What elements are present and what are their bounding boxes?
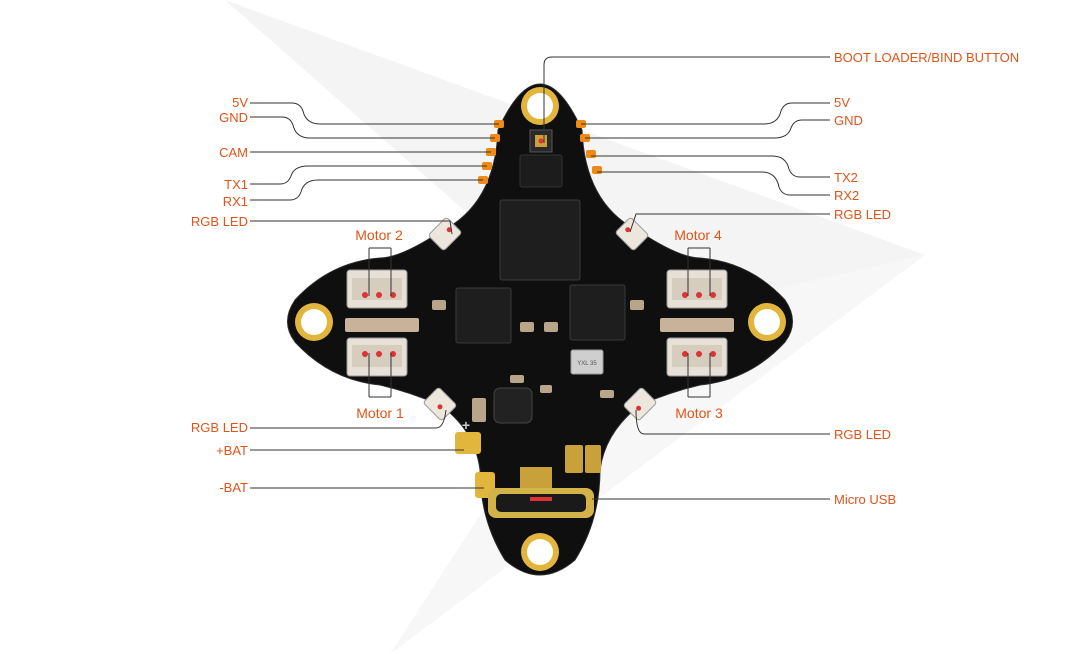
- leader-left-5v: [250, 102, 499, 125]
- motor-3-connector: [666, 337, 728, 377]
- label-plus-bat: +BAT: [216, 443, 248, 458]
- leader-boot-loader: [543, 56, 830, 143]
- leader-rgb-led-top-left: [250, 220, 453, 235]
- leader-tx2: [591, 155, 830, 178]
- leader-right-5v: [581, 102, 830, 125]
- inductor: [493, 387, 533, 424]
- label-motor-1: Motor 1: [356, 405, 404, 421]
- label-rgb-led-top-right: RGB LED: [834, 207, 891, 222]
- mount-hole-top: [521, 87, 559, 125]
- label-rgb-led-top-left: RGB LED: [191, 214, 248, 229]
- label-boot-loader: BOOT LOADER/BIND BUTTON: [834, 50, 1019, 65]
- motor-2-connector: [346, 269, 408, 309]
- label-micro-usb: Micro USB: [834, 492, 896, 507]
- label-rx2: RX2: [834, 188, 859, 203]
- leader-rgb-led-top-right: [629, 213, 830, 233]
- leader-tx1: [250, 165, 487, 185]
- rgb-led-top-left-component: [428, 217, 462, 251]
- plus-bat-pad: [455, 432, 481, 454]
- mount-hole-bottom: [521, 533, 559, 571]
- bracket-motor-3: [687, 353, 711, 398]
- label-motor-3: Motor 3: [675, 405, 723, 421]
- crystal-text: YXL 35: [577, 361, 597, 367]
- label-right-5v: 5V: [834, 95, 850, 110]
- label-motor-4: Motor 4: [674, 227, 722, 243]
- motor-4-connector: [666, 269, 728, 309]
- leader-rx2: [597, 171, 830, 196]
- passive-components: [345, 300, 734, 473]
- mcu-chip: [499, 199, 581, 281]
- bracket-motor-1: [368, 353, 392, 398]
- label-left-5v: 5V: [232, 95, 248, 110]
- crystal: [570, 349, 604, 375]
- mount-hole-left: [295, 303, 333, 341]
- leader-left-gnd: [250, 116, 495, 139]
- mount-hole-right: [748, 303, 786, 341]
- label-tx1: TX1: [224, 177, 248, 192]
- label-tx2: TX2: [834, 170, 858, 185]
- rgb-led-bottom-right-component: [623, 387, 657, 421]
- label-left-gnd: GND: [219, 110, 248, 125]
- leader-right-gnd: [585, 119, 830, 139]
- label-rgb-led-bottom-left: RGB LED: [191, 420, 248, 435]
- label-rgb-led-bottom-right: RGB LED: [834, 427, 891, 442]
- label-rx1: RX1: [223, 194, 248, 209]
- leader-rx1: [250, 179, 483, 201]
- leader-lines: [250, 56, 830, 500]
- label-cam: CAM: [219, 145, 248, 160]
- board-outline: [287, 83, 793, 576]
- bracket-motor-2: [368, 247, 392, 296]
- board: YXL 35 +: [287, 83, 793, 576]
- micro-usb-port: [488, 467, 594, 518]
- esc-chip-right: [569, 284, 626, 341]
- rgb-led-top-right-component: [615, 217, 649, 251]
- esc-chip-left: [455, 287, 512, 344]
- leader-rgb-led-bottom-right: [635, 409, 830, 435]
- motor-1-connector: [346, 337, 408, 377]
- label-right-gnd: GND: [834, 113, 863, 128]
- leader-rgb-led-bottom-left: [250, 409, 447, 429]
- label-minus-bat: -BAT: [219, 480, 248, 495]
- rgb-led-bottom-left-component: [423, 387, 457, 421]
- label-motor-2: Motor 2: [355, 227, 403, 243]
- plus-sign-mark: +: [462, 417, 470, 433]
- callout-labels: BOOT LOADER/BIND BUTTON 5V GND CAM TX1 R…: [191, 50, 1019, 507]
- bracket-motor-4: [687, 247, 711, 296]
